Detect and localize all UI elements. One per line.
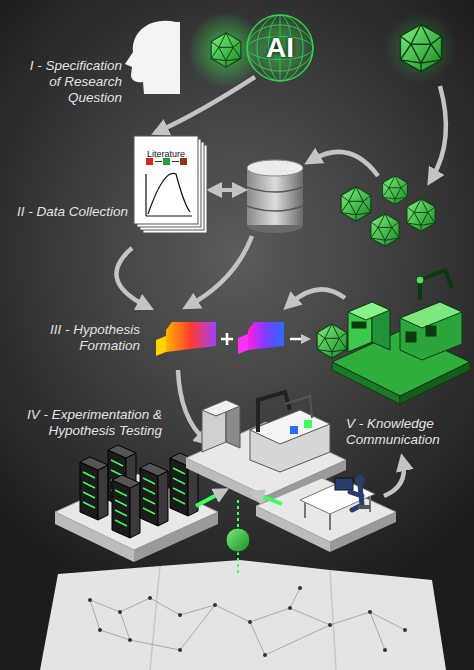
robot-lab xyxy=(332,270,470,404)
stage-label: IV - Experimentation & Hypothesis Testin… xyxy=(4,407,162,439)
document-title: Literature xyxy=(147,149,185,159)
ai-sphere: AI xyxy=(245,13,315,83)
stage-label: I - Specification of Research Question xyxy=(22,58,122,106)
stage-label: III - Hypothesis Formation xyxy=(4,322,140,354)
ai-label: AI xyxy=(266,32,294,64)
stage-label: V - Knowledge Communication xyxy=(346,416,466,448)
literature-document: Literature xyxy=(132,134,210,236)
head-silhouette xyxy=(125,21,180,94)
flow-arrow xyxy=(159,77,255,131)
world-map xyxy=(40,560,446,670)
stage-label: II - Data Collection xyxy=(4,204,128,220)
